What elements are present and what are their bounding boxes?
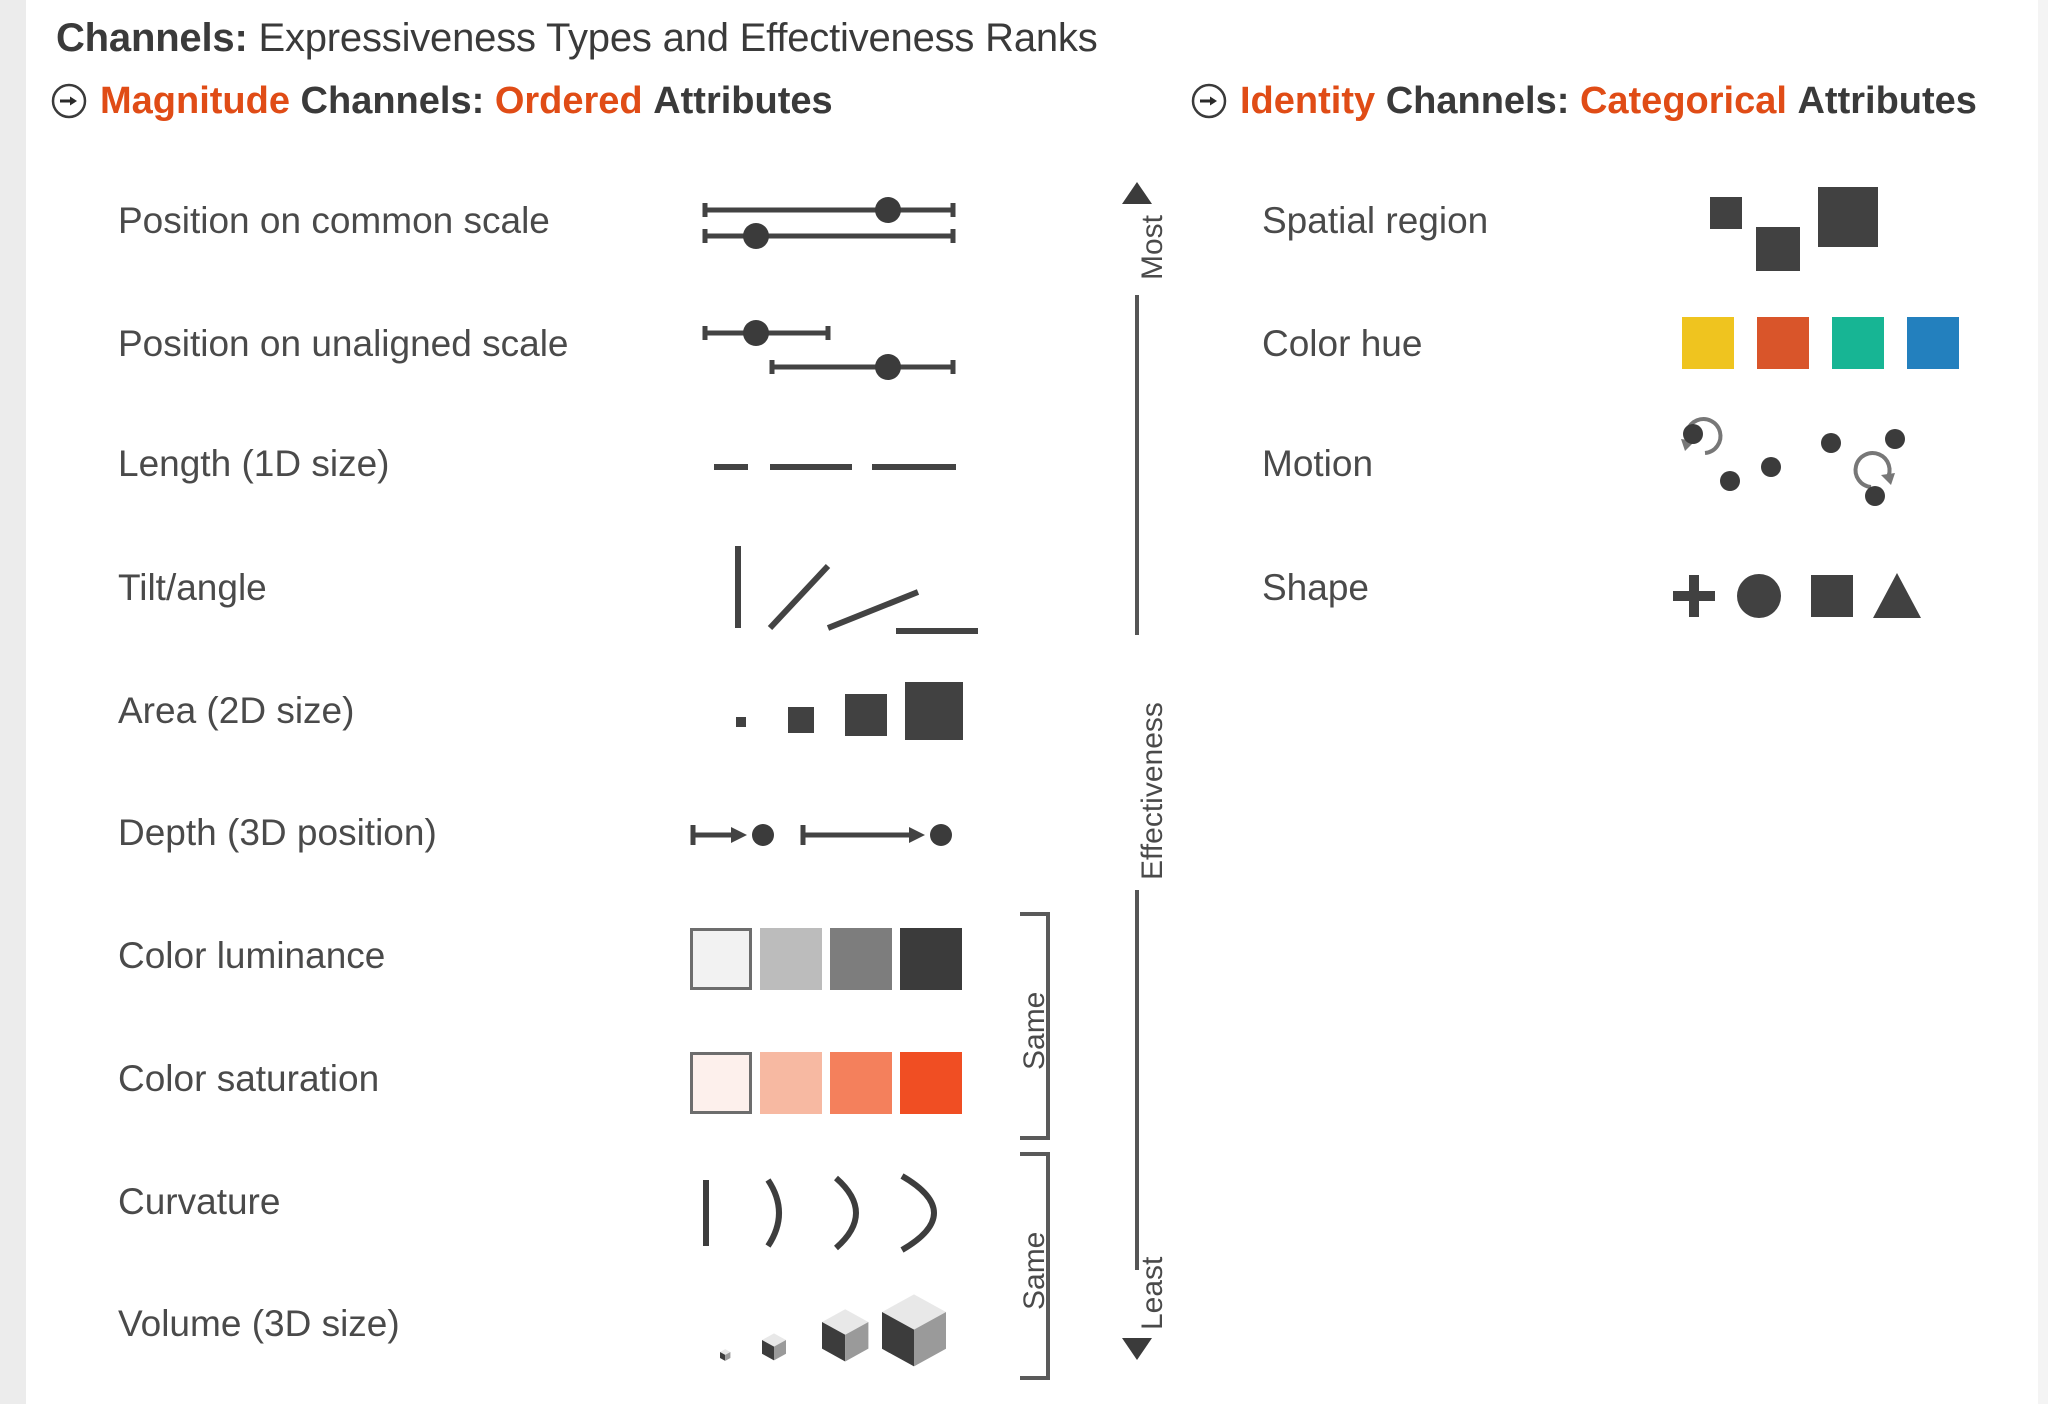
same-bracket-1-label: Same — [1018, 991, 1051, 1070]
luminance-swatch-1 — [690, 928, 752, 990]
glyph-four-increasing-cubes — [690, 1290, 970, 1380]
same-bracket-1 — [1020, 912, 1050, 1140]
hue-swatch-teal — [1832, 317, 1884, 369]
categorical-keyword: Categorical — [1579, 80, 1787, 122]
hue-swatch-orange — [1757, 317, 1809, 369]
saturation-swatch-1 — [690, 1052, 752, 1114]
magnitude-attributes-word: Attributes — [653, 80, 833, 122]
row-label-area-2d-size: Area (2D size) — [118, 690, 355, 731]
luminance-swatch-3 — [830, 928, 892, 990]
page-title: Channels: Expressiveness Types and Effec… — [56, 16, 1098, 61]
glyph-four-increasing-arcs — [690, 1168, 970, 1258]
right-edge-strip — [2038, 0, 2048, 1404]
same-bracket-2-label: Same — [1018, 1231, 1051, 1310]
luminance-swatch-2 — [760, 928, 822, 990]
row-label-volume-3d-size: Volume (3D size) — [118, 1303, 400, 1344]
magnitude-keyword: Magnitude — [100, 80, 290, 122]
glyph-four-gray-swatches — [690, 928, 970, 990]
glyph-four-increasing-squares — [700, 660, 980, 750]
glyph-four-color-swatches — [1682, 317, 1972, 371]
glyph-two-offset-range-bars — [700, 308, 980, 388]
row-label-color-hue: Color hue — [1262, 323, 1423, 364]
glyph-four-orange-swatches — [690, 1052, 970, 1114]
saturation-swatch-3 — [830, 1052, 892, 1114]
page-title-bold: Channels: — [56, 16, 248, 60]
same-bracket-2 — [1020, 1152, 1050, 1380]
row-label-color-luminance: Color luminance — [118, 935, 386, 976]
axis-top-label: Most — [1136, 214, 1169, 280]
saturation-swatch-4 — [900, 1052, 962, 1114]
glyph-plus-circle-square-triangle — [1673, 570, 1955, 630]
glyph-two-depth-arrows — [685, 805, 985, 865]
glyph-three-scattered-squares — [1690, 185, 1970, 275]
luminance-swatch-4 — [900, 928, 962, 990]
row-label-length-1d-size: Length (1D size) — [118, 443, 390, 484]
row-label-spatial-region: Spatial region — [1262, 200, 1489, 241]
identity-keyword: Identity — [1240, 80, 1376, 122]
axis-line-upper — [1135, 295, 1139, 635]
row-label-position-unaligned-scale: Position on unaligned scale — [118, 323, 569, 364]
hue-swatch-yellow — [1682, 317, 1734, 369]
glyph-three-increasing-lines — [700, 455, 980, 479]
glyph-two-aligned-range-bars — [700, 185, 980, 255]
axis-mid-label: Effectiveness — [1136, 702, 1169, 880]
magnitude-channels-word: Channels: — [300, 80, 485, 122]
circled-arrow-right-icon — [50, 82, 88, 120]
glyph-four-tilted-lines — [700, 536, 980, 646]
axis-line-lower — [1135, 890, 1139, 1270]
row-label-tilt-angle: Tilt/angle — [118, 567, 267, 608]
row-label-shape: Shape — [1262, 567, 1369, 608]
row-label-depth-3d-position: Depth (3D position) — [118, 812, 437, 853]
hue-swatch-blue — [1907, 317, 1959, 369]
row-label-curvature: Curvature — [118, 1181, 281, 1222]
saturation-swatch-2 — [760, 1052, 822, 1114]
axis-bottom-label: Least — [1136, 1256, 1169, 1330]
row-label-color-saturation: Color saturation — [118, 1058, 380, 1099]
glyph-moving-dots — [1665, 415, 1965, 515]
circled-arrow-right-icon — [1190, 82, 1228, 120]
row-label-position-common-scale: Position on common scale — [118, 200, 550, 241]
page-title-rest: Expressiveness Types and Effectiveness R… — [247, 16, 1098, 60]
triangle-up-icon — [1122, 182, 1152, 204]
left-edge-strip — [0, 0, 26, 1404]
magnitude-section-header: Magnitude Channels: Ordered Attributes — [50, 80, 833, 123]
ordered-keyword: Ordered — [494, 80, 643, 122]
triangle-down-icon — [1122, 1338, 1152, 1360]
identity-channels-word: Channels: — [1385, 80, 1570, 122]
identity-section-header: Identity Channels: Categorical Attribute… — [1190, 80, 1977, 123]
identity-attributes-word: Attributes — [1797, 80, 1977, 122]
row-label-motion: Motion — [1262, 443, 1374, 484]
